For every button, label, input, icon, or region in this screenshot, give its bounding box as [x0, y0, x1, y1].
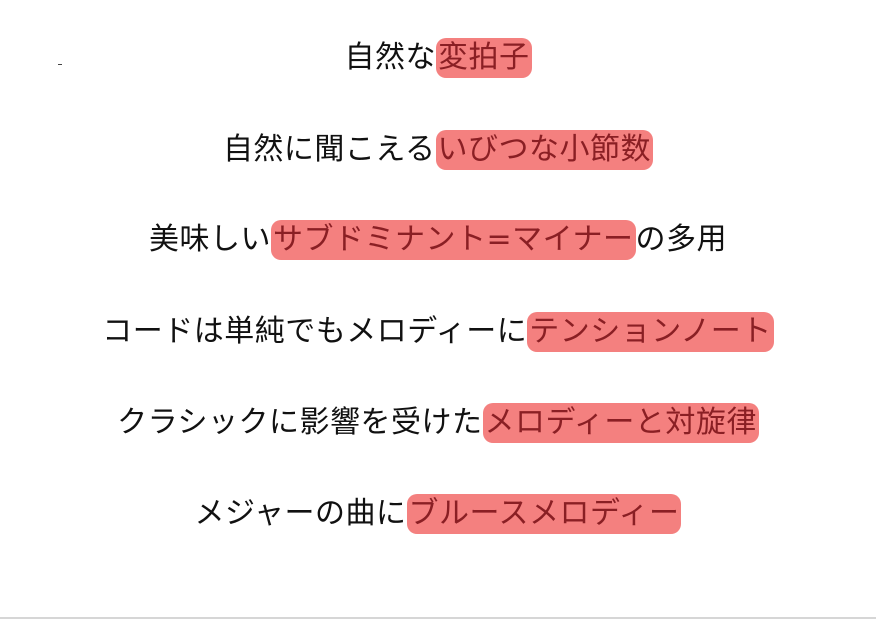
line-3-suffix: の多用 [635, 222, 728, 257]
line-3-text: 美味しい [148, 222, 271, 257]
line-4-highlight: テンションノート [527, 312, 774, 352]
line-3: 美味しいサブドミナント=マイナーの多用 [0, 218, 876, 262]
line-6: メジャーの曲にブルースメロディー [0, 492, 876, 536]
line-2-text: 自然に聞こえる [222, 132, 436, 167]
line-2-highlight: いびつな小節数 [435, 130, 654, 170]
line-4: コードは単純でもメロディーにテンションノート [0, 310, 876, 354]
line-1: 自然な変拍子 [0, 36, 876, 80]
line-6-text: メジャーの曲に [194, 496, 407, 531]
line-3-highlight: サブドミナント=マイナー [270, 220, 636, 260]
line-1-highlight: 変拍子 [436, 38, 532, 78]
margin-mark [58, 64, 62, 65]
line-6-highlight: ブルースメロディー [406, 494, 682, 534]
line-2: 自然に聞こえるいびつな小節数 [0, 128, 876, 172]
line-5-highlight: メロディーと対旋律 [482, 403, 759, 443]
line-1-text: 自然な [344, 40, 436, 75]
line-5-text: クラシックに影響を受けた [117, 405, 483, 440]
bottom-divider [0, 617, 876, 619]
line-4-text: コードは単純でもメロディーに [102, 314, 528, 349]
line-5: クラシックに影響を受けたメロディーと対旋律 [0, 401, 876, 445]
